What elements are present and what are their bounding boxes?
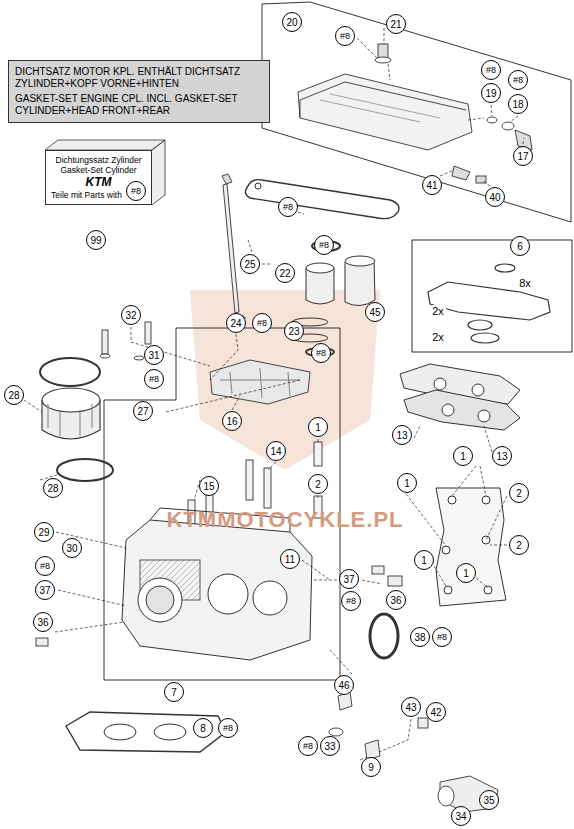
gasket-bore	[104, 724, 136, 740]
quantity-note: 2x	[430, 305, 446, 317]
callout-number: #8	[298, 736, 318, 756]
o-ring	[370, 614, 398, 658]
callout-number: #8	[218, 718, 238, 738]
callout-number: 15	[199, 476, 219, 496]
bolt	[222, 174, 245, 321]
callout-number: 18	[508, 94, 528, 114]
callout-number: #8	[311, 343, 331, 363]
callout-number: 2	[509, 535, 529, 555]
quantity-note: 2x	[430, 331, 446, 343]
callout-number: 22	[275, 263, 295, 283]
callout-number: 1	[414, 550, 434, 570]
callout-number: 38	[410, 627, 430, 647]
callout-number: #8	[335, 26, 355, 46]
callout-number: #8	[278, 197, 298, 217]
callout-number: 1	[456, 563, 476, 583]
callout-number: #8	[341, 591, 361, 611]
callout-number: #8	[508, 70, 528, 90]
callout-number: #8	[314, 235, 334, 255]
callout-number: 32	[121, 305, 141, 325]
callout-number: 7	[164, 682, 184, 702]
callout-number: #8	[252, 313, 272, 333]
callout-number: 37	[339, 569, 359, 589]
callout-number: 30	[62, 538, 82, 558]
callout-number: 99	[86, 230, 106, 250]
callout-number: 42	[426, 702, 446, 722]
callout-number: 31	[144, 345, 164, 365]
callout-number: 2	[509, 483, 529, 503]
callout-number: 11	[280, 549, 300, 569]
callout-number: #8	[126, 181, 146, 201]
box-face	[45, 140, 165, 205]
fasteners	[36, 322, 498, 812]
callout-number: 35	[479, 790, 499, 810]
callout-number: 8	[193, 718, 213, 738]
callout-number: 13	[392, 425, 412, 445]
callout-number: 24	[226, 313, 246, 333]
callout-number: 1	[453, 446, 473, 466]
callout-number: 28	[4, 385, 24, 405]
callout-number: 45	[365, 302, 385, 322]
intake-manifold	[40, 358, 113, 481]
callout-number: #8	[481, 60, 501, 80]
group-frame	[412, 240, 572, 352]
callout-number: 9	[361, 757, 381, 777]
callout-number: 29	[34, 522, 54, 542]
callout-number: 34	[451, 806, 471, 826]
callout-number: 1	[308, 417, 328, 437]
callout-number: 1	[397, 473, 417, 493]
callout-number: 27	[133, 401, 153, 421]
node-text: GASKET-SET ENGINE CPL. INCL. GASKET-SET …	[15, 93, 263, 117]
gasket-bore	[154, 724, 186, 740]
callout-number: 23	[284, 321, 304, 341]
leader-lines	[357, 28, 524, 186]
callout-number: 41	[422, 175, 442, 195]
rocker-assembly	[210, 360, 310, 404]
callout-number: 36	[386, 590, 406, 610]
callout-number: 20	[282, 12, 302, 32]
group-frame	[104, 328, 340, 680]
callout-number: 14	[266, 441, 286, 461]
callout-number: 16	[222, 411, 242, 431]
callout-number: 6	[510, 236, 530, 256]
leader-lines	[24, 212, 507, 760]
cover-gasket	[245, 180, 399, 219]
gasket-plate	[436, 488, 506, 606]
callout-number: 36	[33, 612, 53, 632]
callout-number: 19	[481, 83, 501, 103]
callout-number: #8	[35, 556, 55, 576]
callout-number: #8	[432, 627, 452, 647]
callout-number: 13	[492, 446, 512, 466]
callout-number: 17	[513, 146, 533, 166]
node-text: DICHTSATZ MOTOR KPL. ENTHÄLT DICHTSATZ Z…	[15, 66, 263, 90]
quantity-note: 8x	[517, 277, 533, 289]
callout-number: 2	[308, 474, 328, 494]
callout-number: 37	[35, 580, 55, 600]
callout-number: 28	[43, 478, 63, 498]
valve-cover	[298, 44, 532, 183]
gasket-set-note: DICHTSATZ MOTOR KPL. ENTHÄLT DICHTSATZ Z…	[8, 60, 270, 123]
node-text: Dichtungssatz Zylinder Gasket-Set Cylind…	[50, 155, 147, 175]
callout-number: 33	[320, 736, 340, 756]
callout-number: #8	[144, 369, 164, 389]
cam-holders	[400, 364, 520, 430]
callout-number: 40	[485, 187, 505, 207]
watermark-shield	[190, 290, 380, 470]
callout-number: 25	[240, 254, 260, 274]
callout-number: 43	[401, 697, 421, 717]
tappet-cups	[292, 241, 375, 356]
head-gasket	[66, 712, 226, 752]
gasket-set	[428, 264, 550, 343]
callout-number: 21	[386, 14, 406, 34]
bolt-hole	[255, 183, 261, 189]
callout-number: 46	[334, 675, 354, 695]
watermark: KTMMOTOCYKLE.PL	[166, 507, 403, 533]
group-frame	[262, 2, 571, 222]
